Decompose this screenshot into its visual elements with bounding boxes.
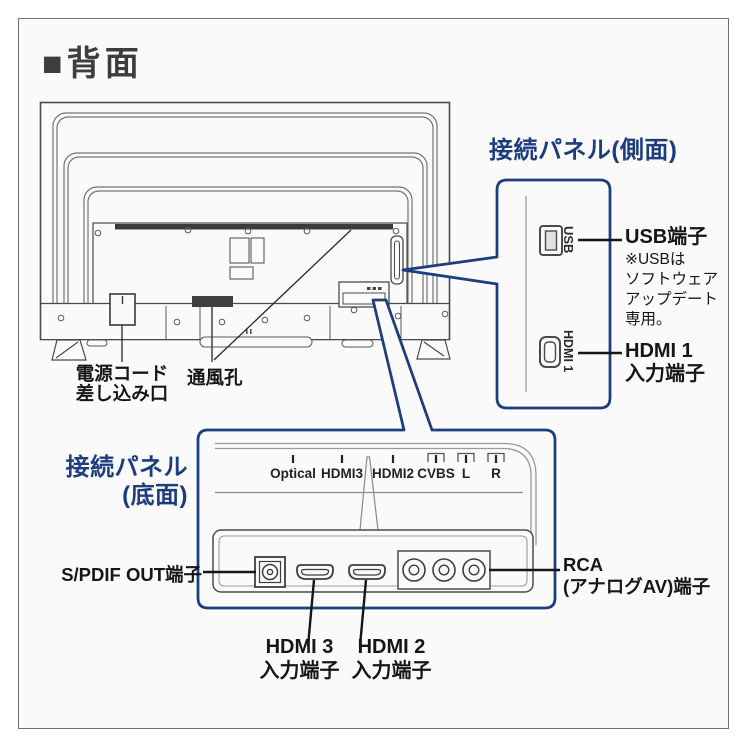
port-label-optical: Optical [270, 466, 316, 481]
rca-terminal-label: RCA (アナログAV)端子 [563, 554, 710, 598]
bottom-panel-leader-lines [203, 568, 560, 647]
port-label-hdmi2: HDMI2 [371, 466, 414, 481]
rca-connectors-icon [397, 550, 491, 590]
port-tick-marks [291, 455, 498, 463]
hdmi1-terminal-label: HDMI 1 入力端子 [625, 340, 705, 386]
rca-terminal-label-line1: RCA [563, 554, 604, 575]
bottom-panel-title: 接続パネル (底面) [38, 454, 188, 510]
hdmi2-terminal-label: HDMI 2 入力端子 [344, 635, 439, 683]
optical-connector-icon [254, 556, 286, 588]
power-cord-label-line1: 電源コード [75, 363, 169, 384]
usb-terminal-label: USB端子 [625, 226, 708, 248]
usb-note-line: 専用。 [625, 311, 672, 328]
bottom-connector-slot [338, 281, 390, 308]
hdmi1-port-text: HDMI 1 [561, 330, 575, 373]
hdmi1-port-icon [539, 336, 561, 368]
usb-port-icon [539, 225, 563, 256]
usb-port-text: USB [561, 226, 576, 254]
tv-feet [51, 339, 451, 361]
usb-note-line: ※USBは [625, 251, 686, 268]
tv-outline [39, 101, 451, 361]
hdmi2-terminal-label-line1: HDMI 2 [357, 636, 426, 658]
hdmi3-terminal-label-line2: 入力端子 [259, 660, 340, 682]
hdmi1-terminal-label-line2: 入力端子 [625, 363, 705, 385]
power-cord-label: 電源コード 差し込み口 [58, 364, 186, 404]
hdmi1-terminal-label-line1: HDMI 1 [625, 340, 693, 362]
hdmi3-connector-icon [296, 564, 334, 580]
side-panel-leader-lines [578, 238, 622, 355]
rca-terminal-label-line2: (アナログAV)端子 [563, 576, 711, 597]
bottom-panel-inner-outline [215, 442, 537, 585]
spdif-terminal-label: S/PDIF OUT端子 [61, 564, 202, 585]
port-label-cvbs: CVBS [417, 466, 455, 481]
hdmi3-terminal-label-line1: HDMI 3 [265, 636, 334, 658]
port-label-l: L [461, 466, 471, 481]
power-inlet [109, 293, 136, 326]
hdmi2-terminal-label-line2: 入力端子 [351, 660, 432, 682]
bottom-panel-title-line1: 接続パネル [65, 454, 188, 481]
page-title: ■背面 [42, 45, 143, 83]
side-panel-title: 接続パネル(側面) [489, 137, 678, 164]
power-cord-label-line2: 差し込み口 [75, 383, 169, 404]
usb-note-line: アップデート [625, 291, 719, 308]
usb-note: ※USBは ソフトウェア アップデート 専用。 [625, 250, 718, 330]
port-label-hdmi3: HDMI3 [320, 466, 363, 481]
port-label-r: R [491, 466, 501, 481]
tv-leader-lines [121, 229, 352, 362]
hdmi3-terminal-label: HDMI 3 入力端子 [252, 635, 347, 683]
bottom-panel-title-line2: (底面) [122, 482, 188, 509]
hdmi2-connector-icon [348, 564, 386, 580]
vent-label: 通風孔 [187, 367, 243, 388]
rca-bracket-marks [427, 452, 505, 462]
vent-grille [192, 296, 233, 307]
usb-note-line: ソフトウェア [625, 271, 719, 288]
top-vent-strip [115, 224, 393, 230]
side-connector-slot [390, 235, 404, 285]
